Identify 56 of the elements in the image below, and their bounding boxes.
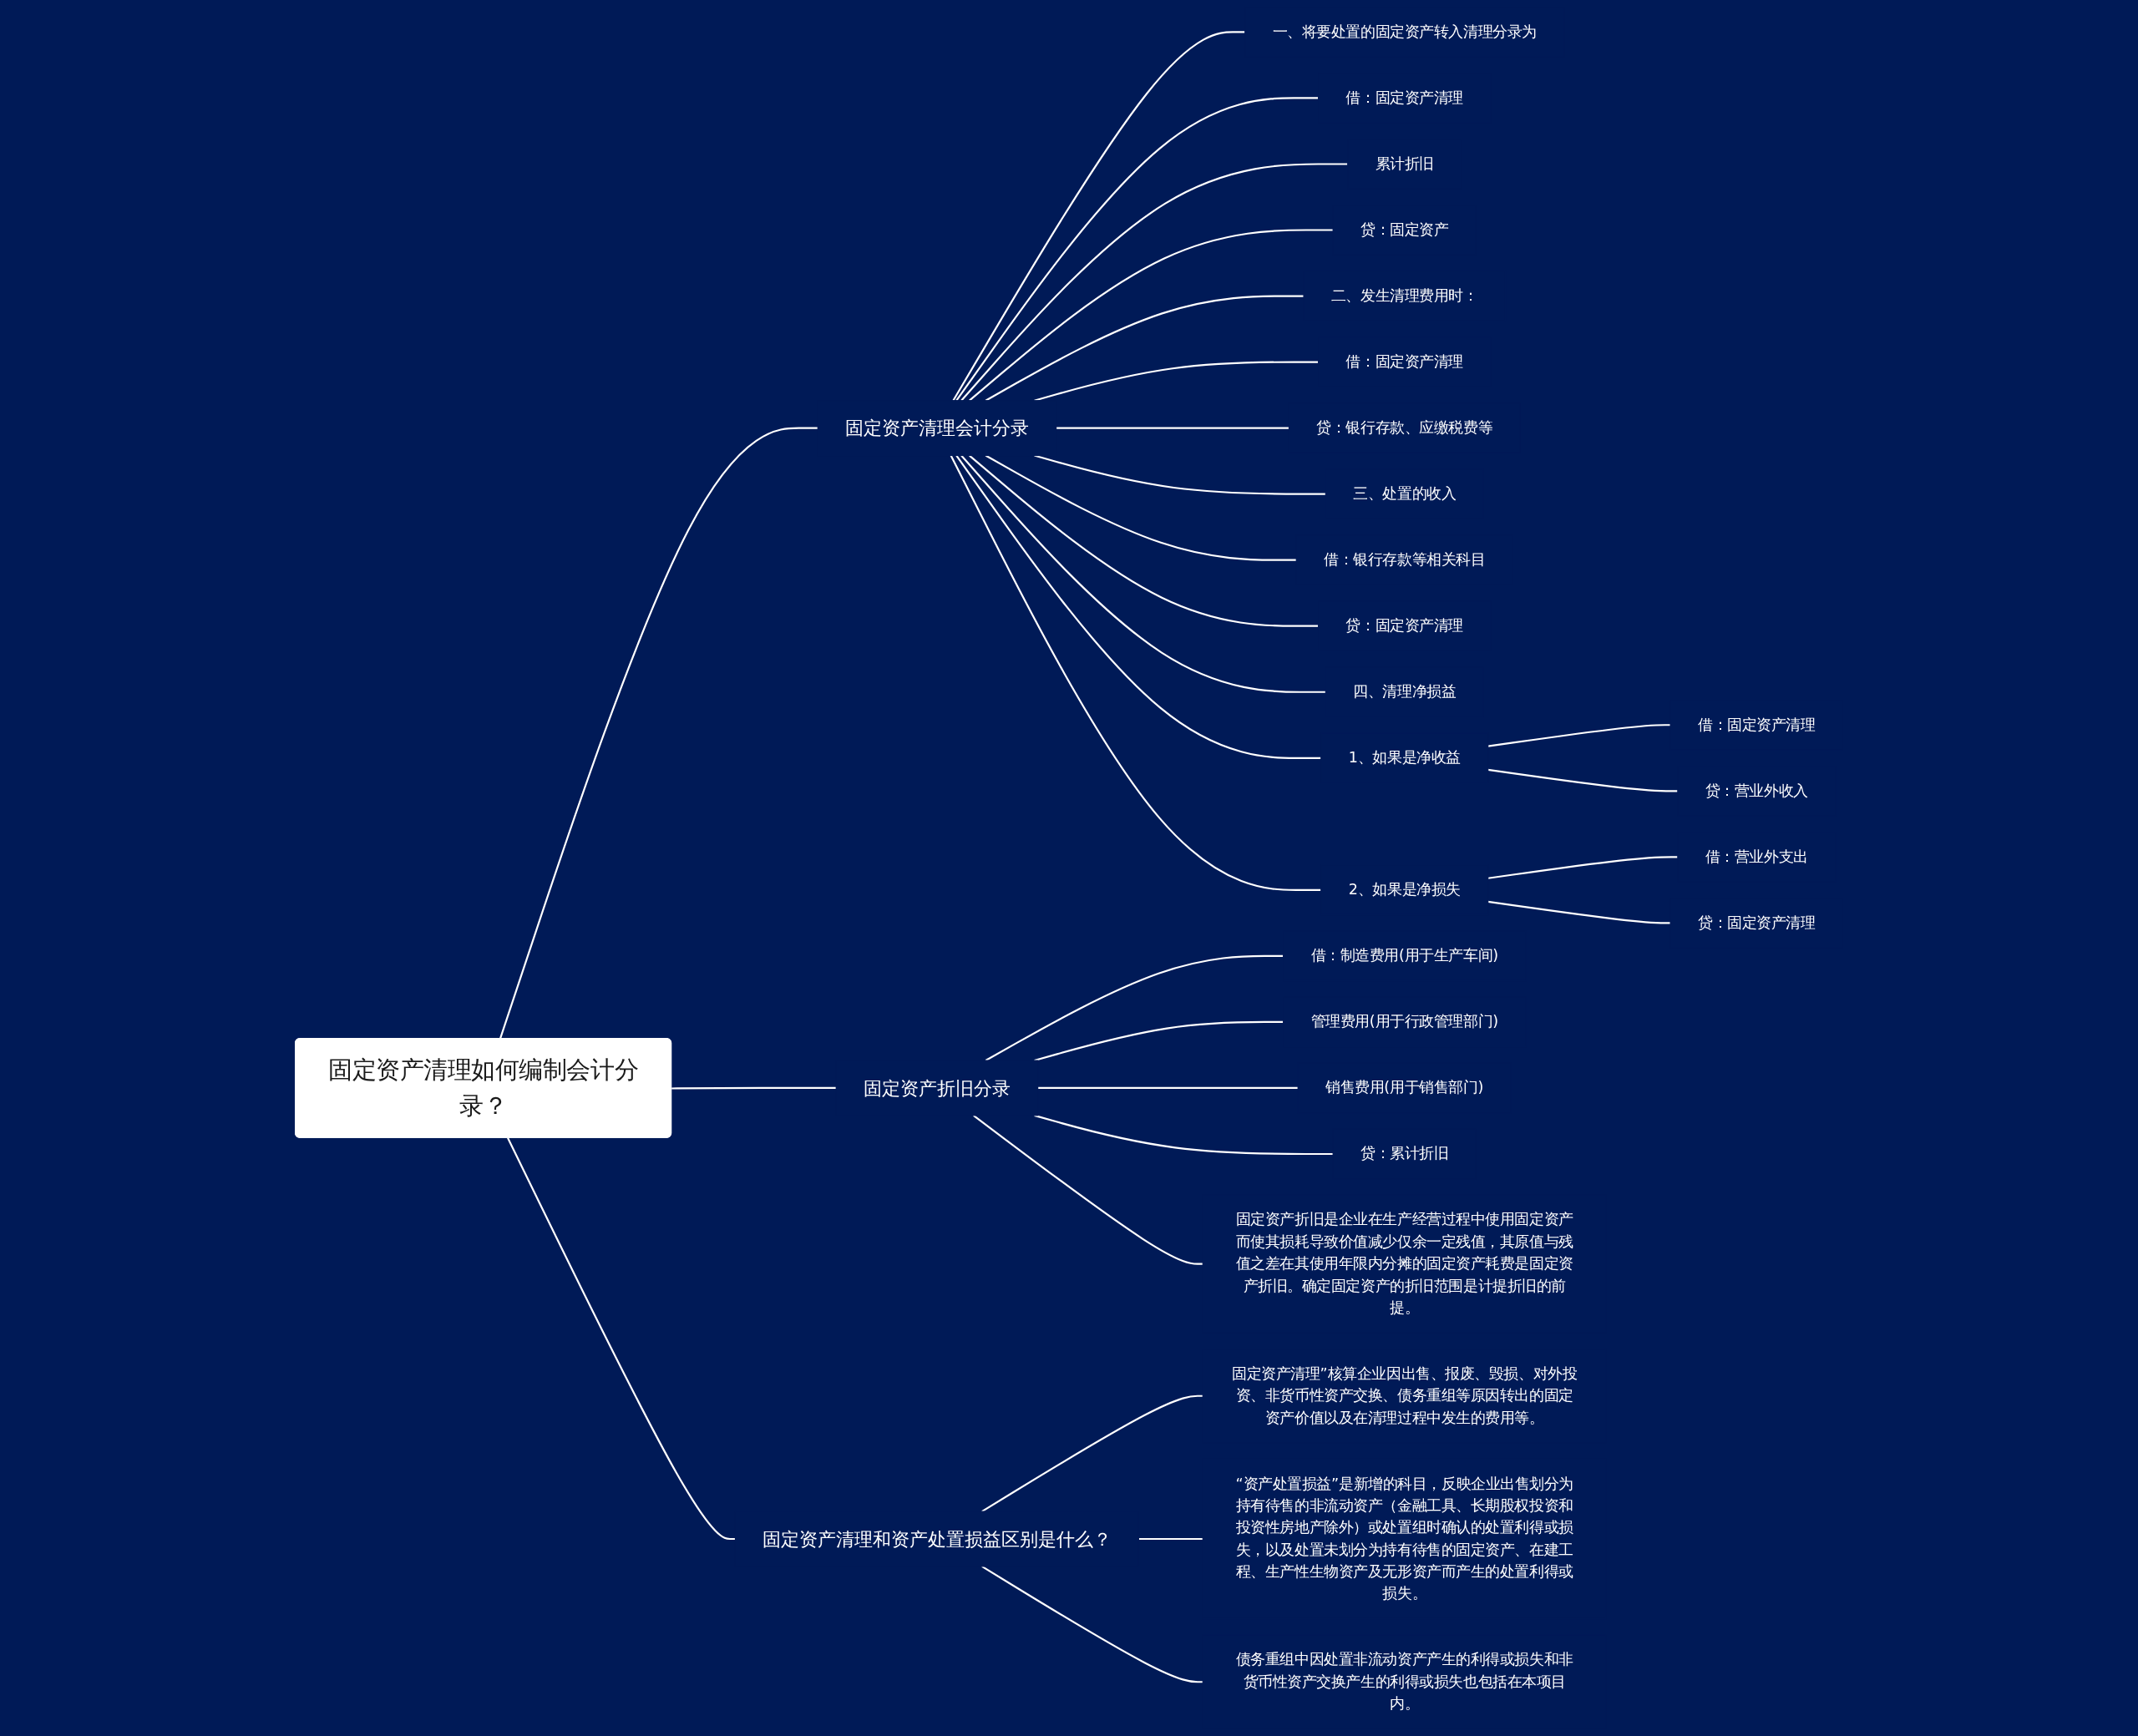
node-text: 固定资产折旧分录 [864,1076,1011,1100]
node-text: 贷：固定资产 [1360,220,1449,239]
connector [499,427,818,1040]
connector [955,454,1321,759]
node-text: 借：固定资产清理 [1345,352,1463,371]
connector [952,31,1245,402]
connector [507,1137,736,1541]
connector [950,455,1321,891]
connector [1037,1086,1299,1090]
node-text: 借：固定资产清理 [1698,716,1816,734]
node-text: 贷：银行存款、应缴税费等 [1316,418,1493,437]
connector [1487,900,1671,924]
node-text: 借：固定资产清理 [1345,89,1463,107]
connector [1056,427,1289,429]
connector [969,229,1334,402]
node-text: 二、发生清理费用时： [1330,286,1478,305]
node-text: 固定资产折旧是企业在生产经营过程中使用固定资产而使其损耗导致价值减少仅余一定残值，其原值与残值之差在其使用年限内分摊的固定资产耗费是固定资产折旧。确定固定资产的折旧范围是计提折旧的前提。 [1235,1211,1573,1317]
node-text: 借：制造费用(用于生产车间) [1310,946,1498,964]
node-text: 固定资产清理会计分录 [845,417,1029,439]
node-text: 四、清理净损益 [1353,682,1457,701]
node-text: 管理费用(用于行政管理部门) [1310,1012,1498,1030]
connector [985,454,1297,561]
node-text: 借：营业外支出 [1705,848,1808,866]
connector [1034,361,1319,402]
connector [985,954,1284,1061]
node-text: “资产处置损益”是新增的科目，反映企业出售划分为持有待售的非流动资产（金融工具、长期股权投资和投资性房地产除外）或处置组时确认的处置利得或损失，以及处置未划分为持有待售的固定资产、在建工程、生产性生物资产及无形资产而产生的处置利得或损失。 [1235,1475,1574,1602]
connector [1487,768,1678,792]
node-text: 一、将要处置的固定资产转入清理分录为 [1272,23,1537,41]
connector [981,1566,1203,1683]
node-text: 贷：累计折旧 [1360,1145,1449,1162]
connector [969,454,1319,627]
connector [1034,1020,1284,1062]
node-text: 债务重组中因处置非流动资产产生的利得或损失和非货币性资产交换产生的利得或损失也包括在本项目内。 [1235,1650,1573,1713]
connector [1034,454,1326,495]
connector [960,163,1348,402]
node-text: 贷：营业外收入 [1705,782,1808,800]
node-text: 借：银行存款等相关科目 [1324,550,1486,569]
connector [973,1115,1203,1265]
connector [960,454,1326,693]
node-text: 累计折旧 [1375,154,1434,173]
node-text: 固定资产清理”核算企业因出售、报废、毁损、对外投资、非货币性资产交换、债务重组等原因转出的固定资产价值以及在清理过程中发生的费用等。 [1232,1364,1578,1426]
node-text: 贷：固定资产清理 [1698,914,1816,932]
connector [1034,1114,1334,1156]
node-text: 固定资产清理和资产处置损益区别是什么？ [762,1527,1112,1551]
node-text: 销售费用(用于销售部门) [1325,1078,1484,1096]
connector [1487,856,1678,879]
node-text: 三、处置的收入 [1353,484,1457,503]
connector [981,1394,1203,1512]
connector [1138,1537,1203,1541]
connector [671,1086,837,1090]
node-text: 贷：固定资产清理 [1345,616,1463,635]
connector [955,97,1319,402]
connector [1487,724,1671,747]
connector [985,295,1304,402]
node-text: 2、如果是净损失 [1348,880,1461,898]
node-text: 1、如果是净收益 [1348,748,1461,767]
